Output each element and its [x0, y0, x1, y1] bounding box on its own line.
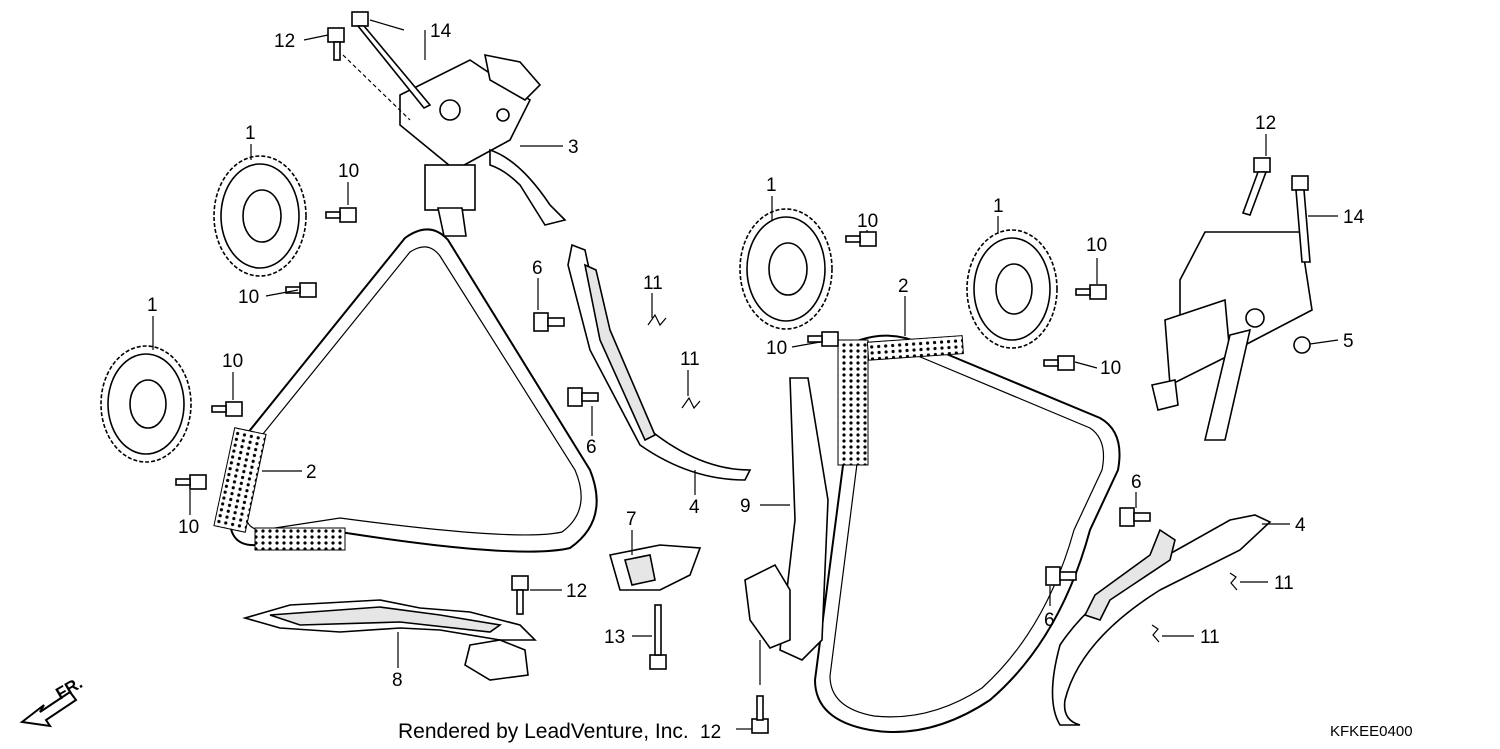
- bolt-10-c[interactable]: [211, 401, 243, 417]
- leader-lines: [152, 19, 1339, 730]
- callout-8[interactable]: 8: [392, 670, 403, 691]
- callout-4-right[interactable]: 4: [1295, 515, 1306, 536]
- callout-1-b[interactable]: 1: [147, 295, 158, 316]
- callout-5[interactable]: 5: [1343, 331, 1354, 352]
- callout-1-d[interactable]: 1: [993, 196, 1004, 217]
- cam-sprocket-right[interactable]: [966, 229, 1058, 349]
- callout-10-d[interactable]: 10: [178, 517, 199, 538]
- bolt-6-c[interactable]: [1119, 507, 1151, 527]
- callout-4-left[interactable]: 4: [689, 497, 700, 518]
- callout-10-e[interactable]: 10: [857, 211, 878, 232]
- direction-label: FR.: [53, 673, 86, 703]
- callout-9[interactable]: 9: [740, 496, 751, 517]
- callout-3[interactable]: 3: [568, 137, 579, 158]
- bolt-6-d[interactable]: [1045, 566, 1077, 586]
- callout-labels: 12 14 3 1 10 10 1 10 10 2 6 6 11 11 4 7 …: [147, 21, 1365, 691]
- callout-2-right[interactable]: 2: [898, 276, 909, 297]
- chain-guide-8[interactable]: [242, 599, 537, 681]
- bolt-14-top-left[interactable]: [351, 11, 432, 110]
- callout-6-c[interactable]: 6: [1131, 472, 1142, 493]
- cam-chain-right[interactable]: [813, 334, 1121, 733]
- chain-guide-4-left[interactable]: [567, 243, 752, 481]
- arrow-icon: [19, 690, 78, 728]
- bolt-12-top-right[interactable]: [1241, 157, 1271, 216]
- callout-10-c[interactable]: 10: [222, 351, 243, 372]
- callout-13[interactable]: 13: [604, 627, 625, 648]
- callout-11-d[interactable]: 11: [1200, 627, 1220, 648]
- bolt-10-e[interactable]: [845, 231, 877, 247]
- cam-sprocket-center[interactable]: [739, 208, 833, 330]
- callout-12-top-right[interactable]: 12: [1255, 113, 1276, 134]
- callout-2-left[interactable]: 2: [306, 462, 317, 483]
- diagram-code: KFKEE0400: [1330, 723, 1413, 740]
- bolt-10-g[interactable]: [1075, 284, 1107, 300]
- bolt-10-h[interactable]: [1043, 355, 1075, 371]
- bolt-13[interactable]: [649, 604, 667, 670]
- callout-14-top-left[interactable]: 14: [430, 21, 452, 42]
- cam-chain-tensioner-right[interactable]: [1151, 231, 1313, 441]
- clip-11-d[interactable]: [1151, 624, 1160, 643]
- cam-chain-tensioner-top[interactable]: [399, 53, 567, 237]
- callout-6-b[interactable]: 6: [586, 437, 597, 458]
- bolt-6-b[interactable]: [567, 387, 599, 407]
- callout-1-a[interactable]: 1: [245, 123, 256, 144]
- bolt-12-bottom[interactable]: [751, 695, 769, 734]
- guide-holder-7[interactable]: [608, 544, 702, 591]
- callout-6-d[interactable]: 6: [1044, 610, 1055, 631]
- callout-12-mid[interactable]: 12: [566, 581, 587, 602]
- callout-11-a[interactable]: 11: [643, 273, 663, 294]
- chain-guide-9[interactable]: [744, 377, 829, 661]
- callout-10-f[interactable]: 10: [766, 338, 787, 359]
- callout-7[interactable]: 7: [626, 509, 637, 530]
- front-direction-arrow: FR.: [19, 673, 86, 728]
- callout-10-h[interactable]: 10: [1100, 358, 1121, 379]
- callout-11-c[interactable]: 11: [1274, 573, 1294, 594]
- cam-sprocket-top-left[interactable]: [213, 155, 307, 277]
- callout-11-b[interactable]: 11: [680, 349, 700, 370]
- bolt-10-b[interactable]: [285, 282, 317, 298]
- bolts: [175, 11, 1311, 734]
- cam-sprocket-left[interactable]: [100, 345, 192, 463]
- chain-guide-4-right[interactable]: [1051, 514, 1272, 726]
- callout-10-a[interactable]: 10: [338, 161, 359, 182]
- bolt-14-right[interactable]: [1291, 175, 1311, 263]
- bolt-6-a[interactable]: [533, 312, 565, 332]
- callout-1-c[interactable]: 1: [766, 175, 777, 196]
- callout-12-bottom[interactable]: 12: [700, 722, 721, 743]
- callout-14-right[interactable]: 14: [1343, 207, 1365, 228]
- callout-6-a[interactable]: 6: [532, 258, 543, 279]
- clip-11-c[interactable]: [1229, 572, 1238, 591]
- clip-11-b[interactable]: [681, 396, 701, 410]
- bolt-10-f[interactable]: [807, 331, 839, 347]
- callout-12-top-left[interactable]: 12: [274, 31, 295, 52]
- clip-11-a[interactable]: [647, 313, 667, 327]
- bolt-12-mid[interactable]: [511, 575, 529, 615]
- footer-credit: Rendered by LeadVenture, Inc.: [398, 720, 689, 743]
- bolt-10-d[interactable]: [175, 474, 207, 490]
- callout-10-g[interactable]: 10: [1086, 235, 1107, 256]
- callout-10-b[interactable]: 10: [238, 287, 259, 308]
- bolt-10-a[interactable]: [325, 207, 357, 223]
